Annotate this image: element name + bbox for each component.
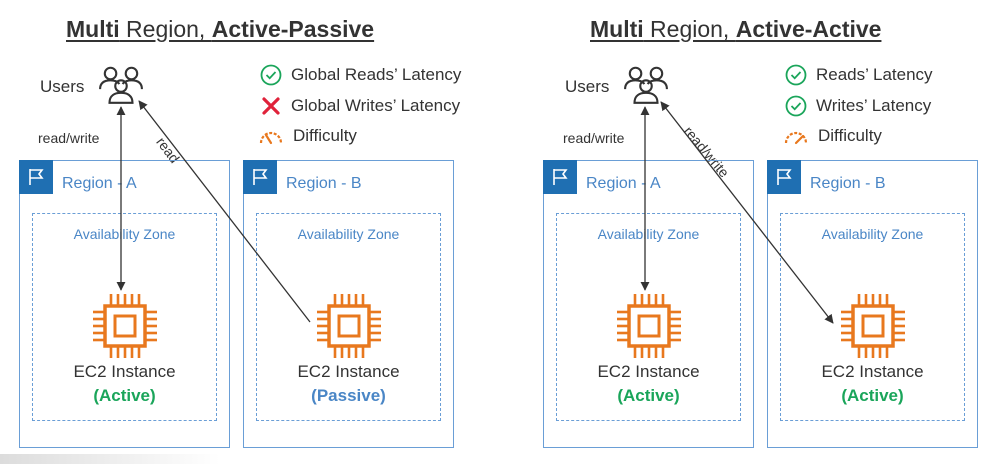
users-label: Users <box>40 77 85 96</box>
instance-status: (Active) <box>617 386 680 405</box>
legend-item: Reads’ Latency <box>785 64 933 86</box>
availability-zone: Availability Zone EC2 Instance (Passive) <box>256 213 441 421</box>
users-label: Users <box>565 77 610 96</box>
title-bold-prefix: Multi <box>66 16 120 42</box>
ec2-instance-label: EC2 Instance <box>297 362 400 381</box>
connector-arrows <box>640 101 834 324</box>
title-bold-suffix: Active-Passive <box>211 16 375 42</box>
legend-text: Difficulty <box>293 126 357 145</box>
panel-title: Multi Region, Active-Passive <box>66 16 374 43</box>
legend-item: Global Writes’ Latency <box>260 95 460 117</box>
read-write-label: read/write <box>38 130 100 146</box>
region-b: Region - B Availability Zone EC2 Instanc… <box>243 160 454 448</box>
panel-title: Multi Region, Active-Active <box>590 16 881 43</box>
availability-zone: Availability Zone EC2 Instance (Active) <box>780 213 965 421</box>
legend-item: Difficulty <box>258 126 357 146</box>
instance-status: (Passive) <box>311 386 386 405</box>
region-flag-icon <box>543 160 577 194</box>
availability-zone-label: Availability Zone <box>297 226 400 242</box>
instance-status: (Active) <box>93 386 156 405</box>
ec2-instance-label: EC2 Instance <box>821 362 924 381</box>
read-arrow <box>138 100 311 323</box>
active-passive-panel: Multi Region, Active-Passive Users Globa… <box>19 16 461 448</box>
region-flag-icon <box>19 160 53 194</box>
title-middle: Region, <box>119 16 212 42</box>
title-middle: Region, <box>643 16 736 42</box>
title-bold-prefix: Multi <box>590 16 644 42</box>
gauge-icon <box>259 131 283 145</box>
region-label: Region - B <box>286 175 362 192</box>
legend-text: Global Writes’ Latency <box>291 96 461 115</box>
region-flag-icon <box>243 160 277 194</box>
active-active-panel: Multi Region, Active-Active Users Reads’… <box>493 0 986 464</box>
availability-zone-label: Availability Zone <box>821 226 924 242</box>
check-circle-icon <box>785 64 807 86</box>
read-write-label: read/write <box>563 130 625 146</box>
ec2-instance-label: EC2 Instance <box>597 362 700 381</box>
title-bold-suffix: Active-Active <box>735 16 882 42</box>
legend-item: Global Reads’ Latency <box>260 64 461 86</box>
check-circle-icon <box>260 64 282 86</box>
legend-text: Difficulty <box>818 126 882 145</box>
legend-text: Writes’ Latency <box>816 96 932 115</box>
instance-status: (Active) <box>841 386 904 405</box>
legend-text: Reads’ Latency <box>816 65 933 84</box>
x-mark-icon <box>262 97 280 115</box>
legend-text: Global Reads’ Latency <box>291 65 462 84</box>
read-write-arrow <box>660 101 834 324</box>
ec2-instance-label: EC2 Instance <box>73 362 176 381</box>
connector-arrows <box>116 100 311 323</box>
corner-shadow <box>0 454 220 464</box>
